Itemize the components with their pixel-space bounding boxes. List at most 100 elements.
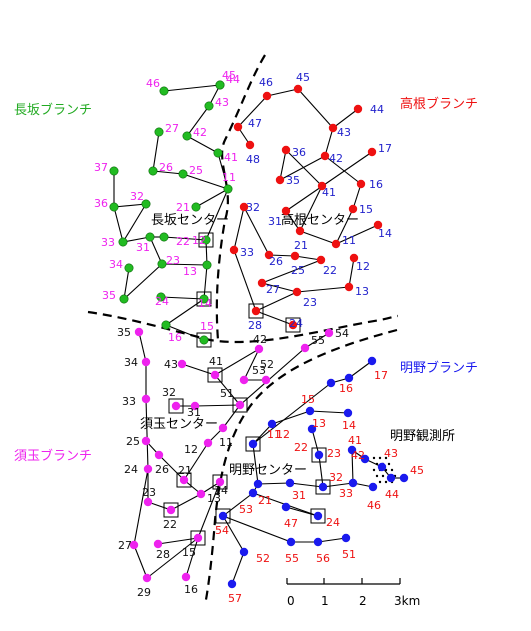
sudama-detector-24[interactable] <box>143 464 153 474</box>
sudama-detector-15[interactable] <box>193 533 203 543</box>
takane-detector-32[interactable] <box>239 202 249 212</box>
sudama-detector-26[interactable] <box>154 450 164 460</box>
nagasaka-detector-33[interactable] <box>118 237 128 247</box>
takane-detector-48[interactable] <box>245 140 255 150</box>
takane-detector-16[interactable] <box>356 179 366 189</box>
takane-detector-24[interactable] <box>288 320 298 330</box>
takane-detector-28[interactable] <box>251 306 261 316</box>
sudama-detector-22[interactable] <box>166 505 176 515</box>
akeno-detector-33[interactable] <box>348 478 358 488</box>
takane-detector-31[interactable] <box>281 206 291 216</box>
akeno-detector-31[interactable] <box>285 478 295 488</box>
sudama-detector-55[interactable] <box>300 343 310 353</box>
nagasaka-detector-36[interactable] <box>109 202 119 212</box>
takane-detector-36[interactable] <box>281 145 291 155</box>
takane-detector-15[interactable] <box>348 204 358 214</box>
takane-detector-12[interactable] <box>349 253 359 263</box>
akeno-detector-44[interactable] <box>386 473 396 483</box>
nagasaka-detector-11[interactable] <box>223 184 233 194</box>
nagasaka-detector-24[interactable] <box>156 292 166 302</box>
nagasaka-detector-46[interactable] <box>159 86 169 96</box>
sudama-detector-43[interactable] <box>177 359 187 369</box>
nagasaka-detector-25[interactable] <box>178 169 188 179</box>
sudama-detector-35[interactable] <box>134 327 144 337</box>
akeno-detector-14[interactable] <box>343 408 353 418</box>
nagasaka-detector-41[interactable] <box>213 148 223 158</box>
akeno-detector-54[interactable] <box>218 511 228 521</box>
akeno-detector-15[interactable] <box>326 378 336 388</box>
sudama-detector-29[interactable] <box>142 573 152 583</box>
nagasaka-detector-22[interactable] <box>159 232 169 242</box>
takane-detector-43[interactable] <box>328 123 338 133</box>
sudama-detector-27[interactable] <box>129 540 139 550</box>
akeno-detector-51[interactable] <box>341 533 351 543</box>
nagasaka-detector-34[interactable] <box>124 263 134 273</box>
nagasaka-detector-15[interactable] <box>199 335 209 345</box>
nagasaka-detector-12[interactable] <box>201 235 211 245</box>
akeno-detector-17[interactable] <box>367 356 377 366</box>
sudama-detector-32[interactable] <box>171 401 181 411</box>
takane-detector-17[interactable] <box>367 147 377 157</box>
sudama-detector-41[interactable] <box>210 370 220 380</box>
akeno-detector-12[interactable] <box>267 419 277 429</box>
nagasaka-detector-13[interactable] <box>202 260 212 270</box>
sudama-detector-23[interactable] <box>143 497 153 507</box>
nagasaka-detector-21[interactable] <box>191 202 201 212</box>
nagasaka-detector-23[interactable] <box>157 259 167 269</box>
takane-detector-22[interactable] <box>316 255 326 265</box>
sudama-detector-52[interactable] <box>261 375 271 385</box>
takane-detector-14[interactable] <box>373 220 383 230</box>
akeno-detector-55[interactable] <box>286 537 296 547</box>
nagasaka-detector-14[interactable] <box>199 294 209 304</box>
takane-detector-13[interactable] <box>344 282 354 292</box>
sudama-detector-11[interactable] <box>218 423 228 433</box>
nagasaka-detector-32[interactable] <box>141 199 151 209</box>
akeno-detector-32[interactable] <box>318 482 328 492</box>
akeno-detector-46[interactable] <box>368 482 378 492</box>
akeno-detector-52[interactable] <box>239 547 249 557</box>
sudama-detector-53[interactable] <box>239 375 249 385</box>
akeno-detector-43[interactable] <box>377 462 387 472</box>
sudama-detector-12[interactable] <box>203 438 213 448</box>
akeno-detector-42[interactable] <box>360 454 370 464</box>
akeno-detector-21[interactable] <box>253 479 263 489</box>
sudama-detector-13[interactable] <box>196 489 206 499</box>
akeno-detector-24[interactable] <box>313 511 323 521</box>
akeno-detector-41[interactable] <box>347 445 357 455</box>
akeno-detector-47[interactable] <box>281 502 291 512</box>
sudama-detector-21[interactable] <box>179 475 189 485</box>
takane-detector-27[interactable] <box>257 278 267 288</box>
sudama-detector-25[interactable] <box>141 436 151 446</box>
sudama-detector-31[interactable] <box>190 401 200 411</box>
nagasaka-detector-42[interactable] <box>182 131 192 141</box>
akeno-detector-53[interactable] <box>248 488 258 498</box>
akeno-detector-22[interactable] <box>307 424 317 434</box>
sudama-detector-14[interactable] <box>215 477 225 487</box>
nagasaka-detector-44[interactable] <box>215 80 225 90</box>
akeno-detector-16[interactable] <box>344 373 354 383</box>
nagasaka-detector-16[interactable] <box>161 320 171 330</box>
nagasaka-detector-37[interactable] <box>109 166 119 176</box>
nagasaka-detector-35[interactable] <box>119 294 129 304</box>
sudama-detector-42[interactable] <box>254 344 264 354</box>
takane-detector-45[interactable] <box>293 84 303 94</box>
sudama-detector-16[interactable] <box>181 572 191 582</box>
sudama-detector-33[interactable] <box>141 394 151 404</box>
takane-detector-42[interactable] <box>320 151 330 161</box>
akeno-detector-57[interactable] <box>227 579 237 589</box>
takane-detector-33[interactable] <box>229 245 239 255</box>
sudama-detector-54[interactable] <box>324 328 334 338</box>
takane-detector-35[interactable] <box>275 175 285 185</box>
akeno-detector-13[interactable] <box>305 406 315 416</box>
akeno-detector-56[interactable] <box>313 537 323 547</box>
takane-detector-44[interactable] <box>353 104 363 114</box>
nagasaka-detector-31[interactable] <box>145 232 155 242</box>
sudama-detector-28[interactable] <box>153 539 163 549</box>
takane-detector-11[interactable] <box>331 239 341 249</box>
takane-detector-25[interactable] <box>290 251 300 261</box>
takane-detector-46[interactable] <box>262 91 272 101</box>
akeno-detector-11[interactable] <box>248 439 258 449</box>
sudama-detector-51[interactable] <box>235 400 245 410</box>
takane-detector-47[interactable] <box>233 122 243 132</box>
nagasaka-detector-43[interactable] <box>204 101 214 111</box>
